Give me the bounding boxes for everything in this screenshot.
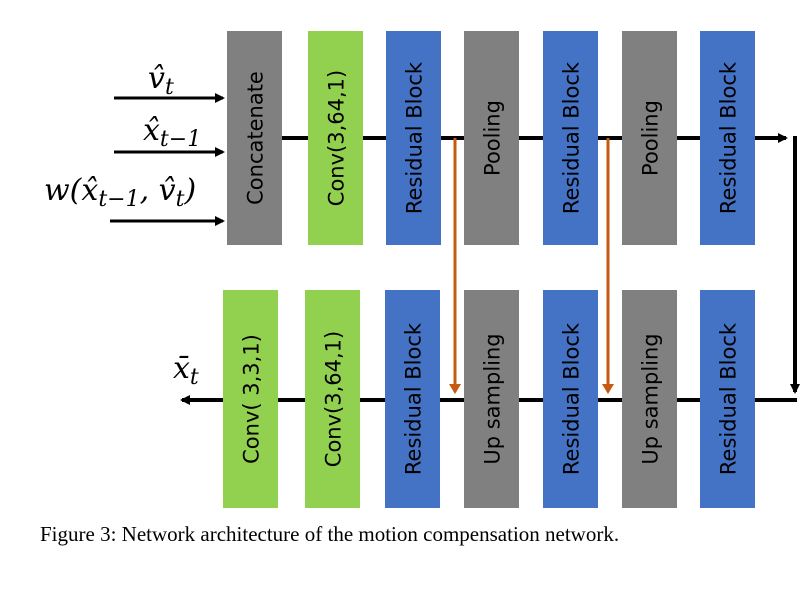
block-label: Concatenate [244,71,268,205]
encoder-block-concatenate: Concatenate [227,31,282,245]
encoder-block-residual-block: Residual Block [700,31,755,245]
block-rect [305,290,360,508]
block-rect [700,290,755,508]
block-rect [464,31,519,245]
encoder-block-pooling: Pooling [622,31,677,245]
encoder-block-pooling: Pooling [464,31,519,245]
input-label-flow: v̂t [148,61,174,100]
block-label: Up sampling [639,333,663,464]
block-rect [543,31,598,245]
block-rect [386,31,441,245]
figure-caption: Figure 3: Network architecture of the mo… [40,522,620,546]
decoder-block-up-sampling: Up sampling [464,290,519,508]
block-label: Residual Block [717,61,741,214]
block-rect [464,290,519,508]
block-rect [543,290,598,508]
output-label: x̄t [173,351,199,390]
block-label: Residual Block [403,61,427,214]
block-label: Conv(3,64,1) [325,70,349,206]
block-rect [223,290,278,508]
block-label: Residual Block [717,322,741,475]
encoder-block-residual-block: Residual Block [543,31,598,245]
decoder-block-conv-3-64-1: Conv(3,64,1) [305,290,360,508]
encoder-block-residual-block: Residual Block [386,31,441,245]
input-label-prev-frame: x̂t−1 [143,113,201,152]
block-label: Conv( 3,3,1) [240,334,264,464]
input-label-warped-frame: w(x̂t−1, v̂t) [44,173,196,212]
block-label: Residual Block [560,322,584,475]
decoder-block-residual-block: Residual Block [700,290,755,508]
encoder-block-conv-3-64-1: Conv(3,64,1) [308,31,363,245]
decoder-block-up-sampling: Up sampling [622,290,677,508]
block-label: Conv(3,64,1) [322,331,346,467]
decoder-block-residual-block: Residual Block [385,290,440,508]
block-label: Pooling [481,100,505,176]
block-label: Residual Block [560,61,584,214]
block-rect [308,31,363,245]
block-rect [227,31,282,245]
decoder-block-residual-block: Residual Block [543,290,598,508]
block-rect [700,31,755,245]
block-label: Up sampling [481,333,505,464]
block-rect [385,290,440,508]
block-rect [622,290,677,508]
block-label: Pooling [639,100,663,176]
block-rect [622,31,677,245]
decoder-block-conv-3-3-1: Conv( 3,3,1) [223,290,278,508]
block-label: Residual Block [402,322,426,475]
